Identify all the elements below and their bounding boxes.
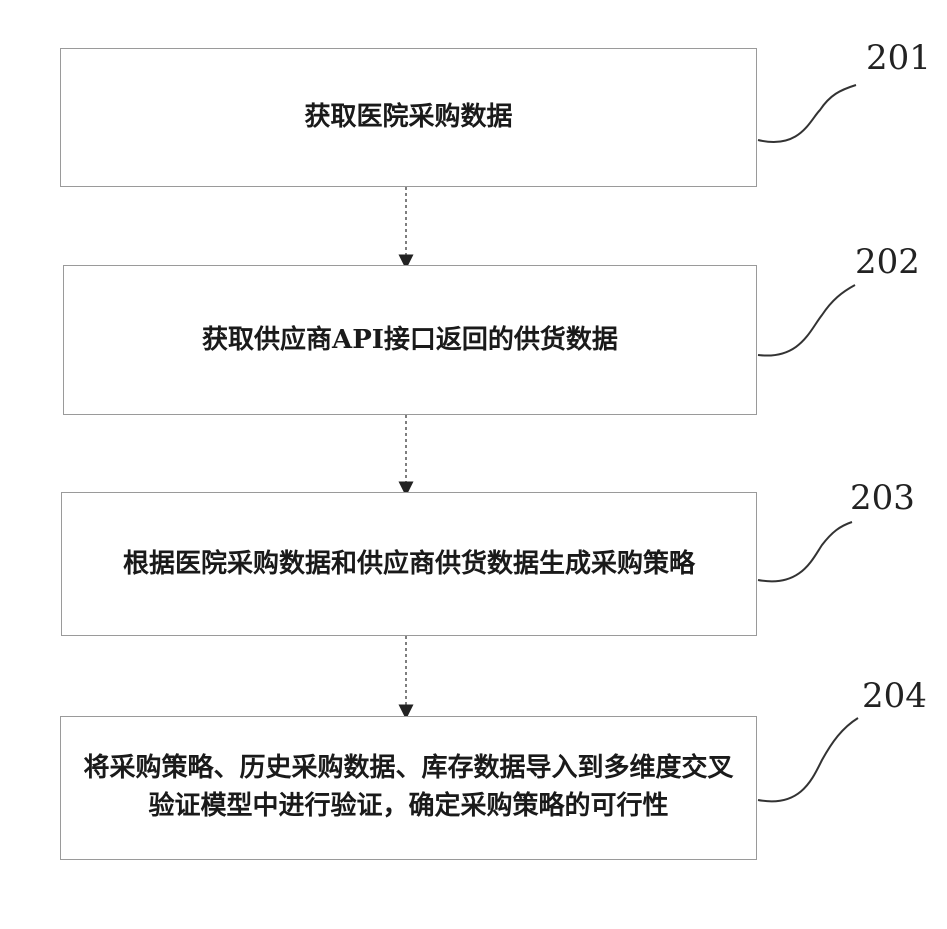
leader-203 [758,522,852,581]
leader-202 [758,285,855,356]
step-number-201: 201 [866,38,931,78]
step-number-204: 204 [862,676,927,716]
step-text-202: 获取供应商API接口返回的供货数据 [202,320,618,360]
step-text-204: 将采购策略、历史采购数据、库存数据导入到多维度交叉验证模型中进行验证，确定采购策… [84,750,734,825]
step-box-204: 将采购策略、历史采购数据、库存数据导入到多维度交叉验证模型中进行验证，确定采购策… [60,716,757,860]
step-box-202: 获取供应商API接口返回的供货数据 [63,265,757,415]
leader-204 [758,718,858,801]
step-box-203: 根据医院采购数据和供应商供货数据生成采购策略 [61,492,757,636]
step-number-202: 202 [855,242,920,282]
leader-201 [758,85,856,142]
step-text-203: 根据医院采购数据和供应商供货数据生成采购策略 [123,544,695,584]
step-box-201: 获取医院采购数据 [60,48,757,187]
step-text-201: 获取医院采购数据 [304,97,512,137]
step-number-203: 203 [850,478,915,518]
